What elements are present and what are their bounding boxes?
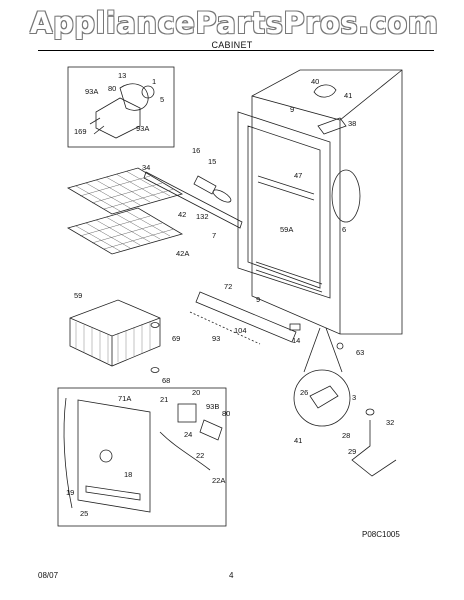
- control-knob-part: [99, 449, 113, 463]
- leg-cap-part: [365, 408, 375, 416]
- inset-box-bottom: [57, 387, 227, 527]
- label-14: 14: [292, 336, 300, 345]
- label-80-2: 80: [222, 409, 230, 418]
- channel-part: [143, 171, 243, 229]
- label-24: 24: [184, 430, 192, 439]
- label-1: 1: [152, 77, 156, 86]
- label-9-1: 9: [290, 105, 294, 114]
- heater-part: [199, 419, 223, 441]
- label-19: 19: [66, 488, 74, 497]
- hinge-bracket-part: [309, 385, 339, 409]
- shelf-wires: [75, 170, 175, 252]
- label-80-1: 80: [108, 84, 116, 93]
- label-41-2: 41: [294, 436, 302, 445]
- footer-page-number: 4: [229, 571, 234, 580]
- hinge-detail-circle: [293, 369, 351, 427]
- label-6: 6: [342, 225, 346, 234]
- label-20: 20: [192, 388, 200, 397]
- label-104: 104: [234, 326, 247, 335]
- label-72: 72: [224, 282, 232, 291]
- badge-part: [85, 485, 141, 501]
- screw-part: [89, 117, 105, 135]
- label-169: 169: [74, 127, 87, 136]
- section-title: CABINET: [211, 40, 253, 50]
- label-29: 29: [348, 447, 356, 456]
- wire-shelf-upper: [66, 167, 184, 215]
- label-9-2: 9: [256, 295, 260, 304]
- basket-edges: [69, 317, 161, 366]
- label-5: 5: [160, 95, 164, 104]
- screw-leader: [189, 311, 261, 345]
- footer-date: 08/07: [38, 571, 59, 580]
- inset-box-top: [67, 66, 175, 148]
- label-42a: 42A: [176, 249, 189, 258]
- part-labels: 93A 13 80 5 1 93A 169 40 41 9 38 16 15 3…: [66, 71, 394, 518]
- basket-wires: [75, 321, 151, 363]
- label-93a-2: 93A: [136, 124, 149, 133]
- label-16: 16: [192, 146, 200, 155]
- liner-front-frame: [237, 111, 331, 299]
- label-25: 25: [80, 509, 88, 518]
- label-93: 93: [212, 334, 220, 343]
- hinge-part: [317, 117, 347, 135]
- label-32: 32: [386, 418, 394, 427]
- cabinet-outline: [251, 69, 403, 335]
- label-93a-1: 93A: [85, 87, 98, 96]
- control-panel-part: [77, 399, 151, 513]
- switch-part: [177, 403, 197, 423]
- label-21: 21: [160, 395, 168, 404]
- wire-harness: [159, 431, 211, 471]
- toe-grille-part: [195, 291, 297, 343]
- watermark: AppliancePartsPros.com: [30, 6, 439, 40]
- knob-part: [141, 85, 155, 99]
- screw-part-14: [289, 323, 301, 331]
- label-93b: 93B: [206, 402, 219, 411]
- label-22a: 22A: [212, 476, 225, 485]
- label-40: 40: [311, 77, 319, 86]
- label-28: 28: [342, 431, 350, 440]
- label-59a: 59A: [280, 225, 293, 234]
- leveler-part: [336, 342, 344, 350]
- header-rule: [38, 50, 434, 51]
- bottom-rail: [255, 261, 323, 293]
- label-69: 69: [172, 334, 180, 343]
- hinge-cover-part: [313, 84, 337, 98]
- cabinet-edges: [251, 69, 403, 334]
- detail-leader: [303, 327, 343, 373]
- label-71a: 71A: [118, 394, 131, 403]
- leveling-leg-part: [351, 420, 397, 477]
- label-42: 42: [178, 210, 186, 219]
- light-socket-part: [193, 175, 217, 195]
- label-26: 26: [300, 388, 308, 397]
- basket-part: [69, 299, 161, 367]
- label-41-1: 41: [344, 91, 352, 100]
- label-68: 68: [162, 376, 170, 385]
- bracket-part: [95, 97, 141, 139]
- thermostat-part: [119, 83, 149, 111]
- label-34: 34: [142, 163, 150, 172]
- shelf-rail: [257, 175, 315, 201]
- cover-strip-part: [63, 397, 73, 509]
- label-3: 3: [352, 393, 356, 402]
- label-132: 132: [196, 212, 209, 221]
- label-7: 7: [212, 231, 216, 240]
- glide-part: [150, 322, 160, 328]
- glide-part-2: [150, 367, 160, 373]
- label-22: 22: [196, 451, 204, 460]
- label-18: 18: [124, 470, 132, 479]
- liner-inner-frame: [247, 125, 321, 289]
- label-47: 47: [294, 171, 302, 180]
- label-59: 59: [74, 291, 82, 300]
- label-15: 15: [208, 157, 216, 166]
- wire-shelf-lower: [66, 207, 184, 255]
- light-bulb-part: [212, 189, 232, 203]
- label-13: 13: [118, 71, 126, 80]
- label-38: 38: [348, 119, 356, 128]
- back-coil-part: [331, 169, 361, 223]
- label-63: 63: [356, 348, 364, 357]
- figure-code: P08C1005: [362, 530, 400, 539]
